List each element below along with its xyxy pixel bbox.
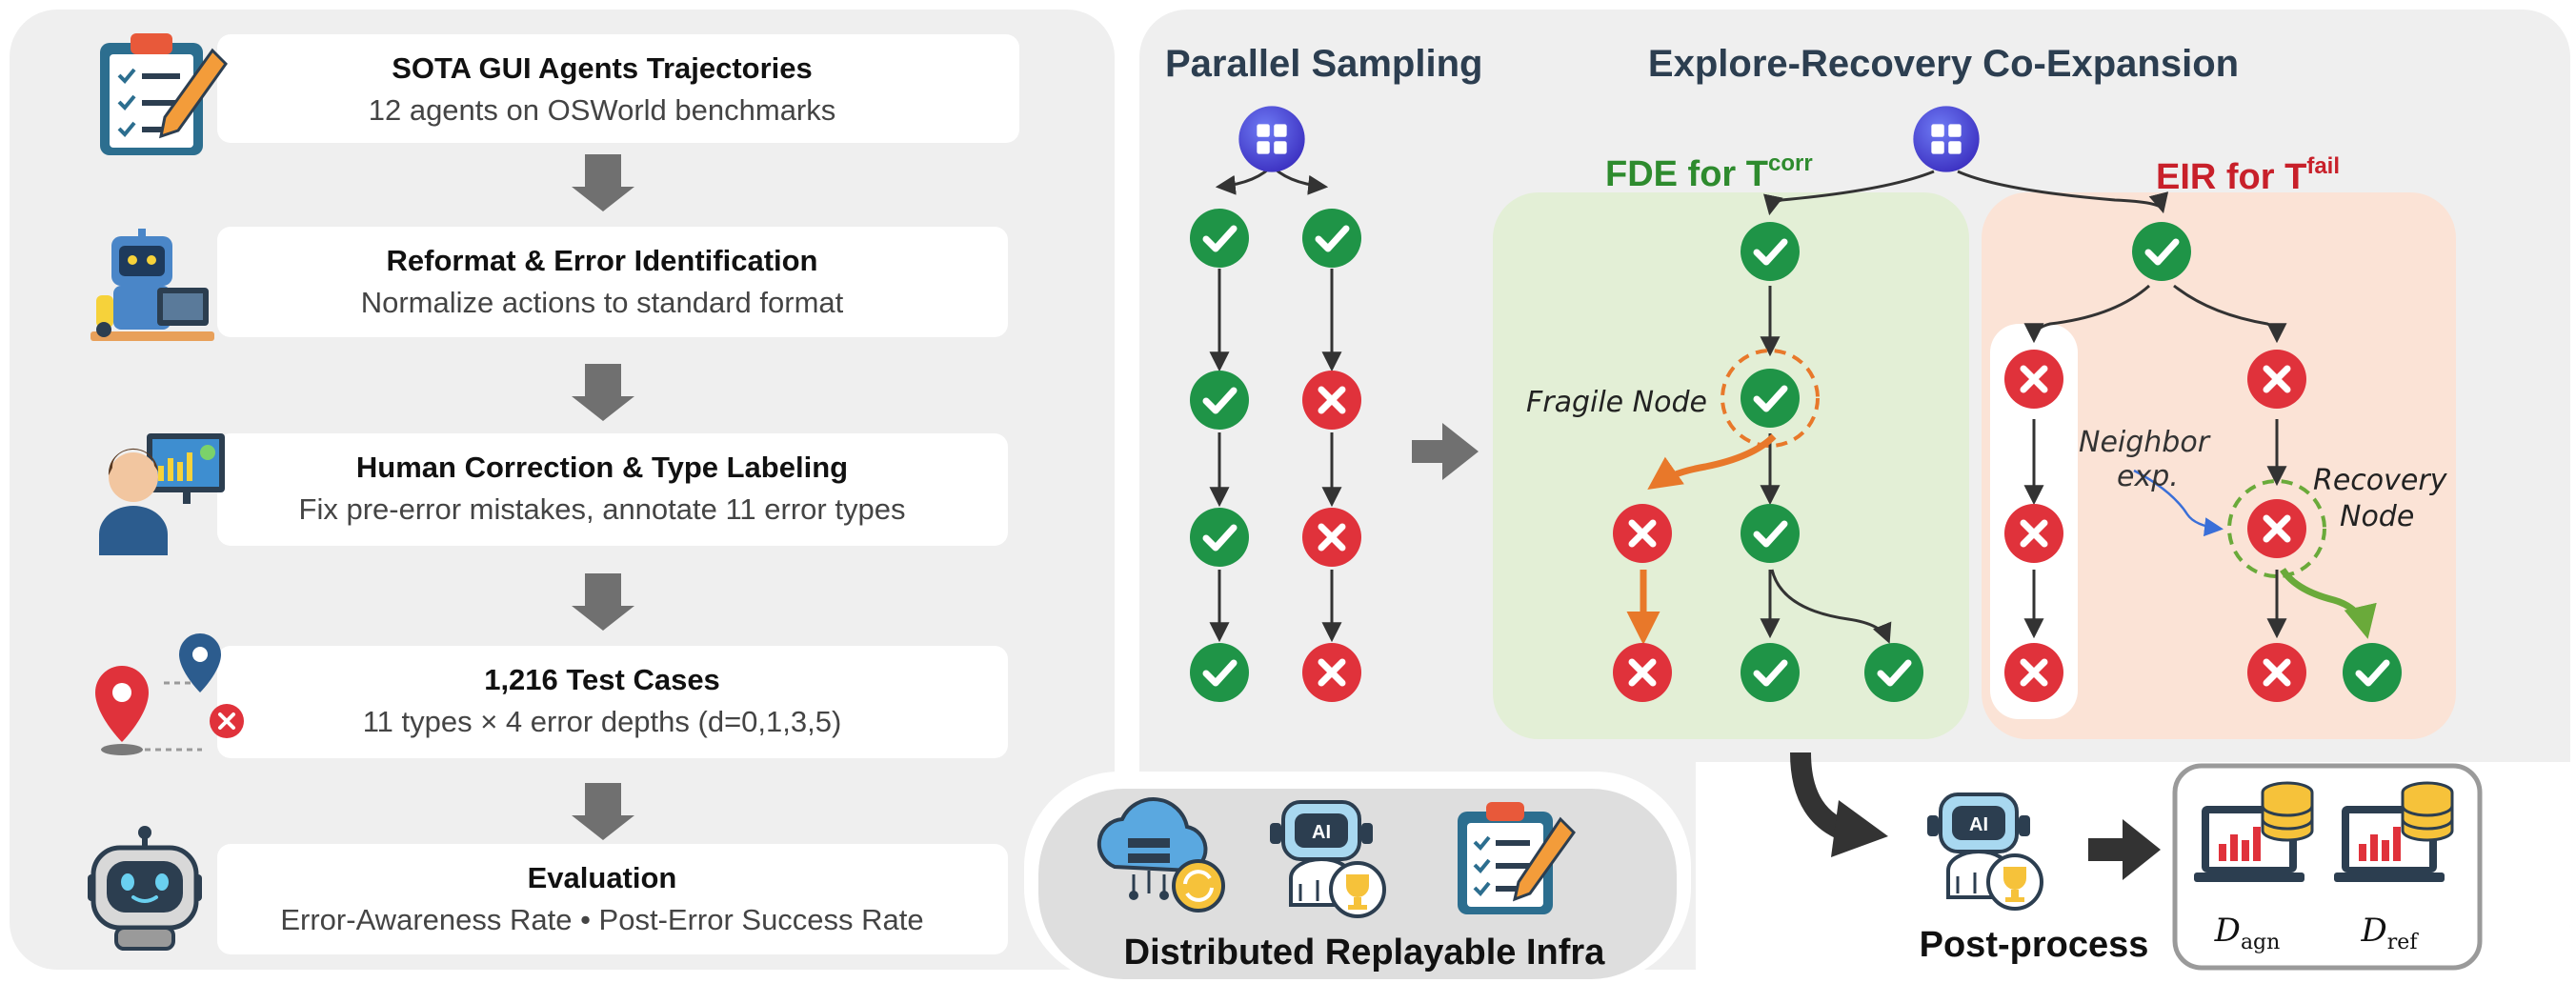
dataset-d-ref: Dref (2361, 912, 2420, 954)
fragile-node-label: Fragile Node (1526, 386, 1707, 419)
pipeline-step-title: Human Correction & Type Labeling (356, 451, 848, 484)
arrow-down-icon (572, 364, 634, 421)
recovery-node-ring (2227, 479, 2326, 578)
pipeline-step-subtitle: 12 agents on OSWorld benchmarks (369, 93, 836, 127)
fde-label: FDE for Tcorr (1605, 150, 1813, 194)
cross-icon (2004, 643, 2063, 702)
check-icon (1190, 371, 1249, 430)
cloud-sync-icon (1097, 797, 1225, 913)
cross-icon (2247, 499, 2306, 558)
coexpansion-title: Explore-Recovery Co-Expansion (1648, 43, 2239, 85)
parallel-sampling-title: Parallel Sampling (1165, 43, 1482, 85)
pipeline-step-box (217, 844, 1008, 954)
pipeline-step-box (217, 646, 1008, 758)
pipeline-step-box (217, 34, 1019, 143)
arrow-right-icon (1831, 800, 1888, 857)
cross-icon (2247, 643, 2306, 702)
robot-laptop-icon (91, 229, 214, 341)
pipeline-step-title: SOTA GUI Agents Trajectories (392, 51, 813, 85)
pipeline-step-subtitle: Normalize actions to standard format (361, 286, 844, 319)
pipeline-step-title: Evaluation (528, 861, 677, 894)
cross-icon (1613, 643, 1672, 702)
check-icon (1864, 643, 1923, 702)
arrow-down-icon (572, 783, 634, 840)
check-icon (1190, 643, 1249, 702)
neighbor-exp-arrow (2133, 469, 2224, 537)
ai-robot-trophy-icon: AI (1270, 800, 1386, 918)
map-pin-icon (95, 633, 244, 755)
check-icon (1741, 222, 1800, 281)
infra-label: Distributed Replayable Infra (1124, 933, 1606, 973)
arrow-down-icon (572, 573, 634, 631)
grid-app-icon (1913, 106, 1980, 172)
cross-icon (2247, 350, 2306, 409)
arrow-right-icon (1412, 423, 1479, 480)
cross-icon (2004, 504, 2063, 563)
check-icon (1741, 369, 1800, 428)
arrow-right-icon (2088, 819, 2161, 880)
cross-icon (2004, 350, 2063, 409)
svg-text:AI: AI (1312, 822, 1331, 843)
check-icon (2343, 643, 2402, 702)
eir-label: EIR for Tfail (2156, 153, 2340, 197)
clipboard-icon (100, 33, 228, 155)
pipeline-step-title: Reformat & Error Identification (387, 244, 818, 277)
grid-app-icon (1238, 106, 1305, 172)
pipeline-step-box (217, 433, 1008, 546)
pipeline-step-title: 1,216 Test Cases (484, 663, 720, 696)
pipeline-step-subtitle: 11 types × 4 error depths (d=0,1,3,5) (363, 705, 842, 738)
recovery-branch-arrow (2280, 567, 2377, 639)
check-icon (1302, 209, 1361, 268)
pipeline-step-subtitle: Fix pre-error mistakes, annotate 11 erro… (299, 492, 906, 526)
cross-icon (1613, 504, 1672, 563)
check-icon (2132, 222, 2191, 281)
svg-text:AI: AI (1969, 814, 1988, 835)
person-dashboard-icon (99, 433, 225, 555)
postprocess-label: Post-process (1920, 925, 2149, 965)
ai-robot-trophy-icon: AI (1927, 792, 2043, 911)
fragile-branch-arrow (1647, 433, 1777, 491)
cross-icon (1302, 643, 1361, 702)
laptop-database-icon (2334, 781, 2454, 882)
laptop-database-icon (2194, 781, 2314, 882)
arrow-down-icon (572, 154, 634, 211)
cross-icon (1302, 371, 1361, 430)
fde-region (1493, 192, 1969, 739)
pipeline-arrows (572, 154, 634, 840)
dataset-d-agn: Dagn (2214, 912, 2281, 954)
clipboard-icon (1458, 802, 1576, 914)
fragile-node-ring (1721, 349, 1820, 448)
pipeline-step-box (217, 227, 1008, 337)
check-icon (1190, 508, 1249, 567)
check-icon (1741, 504, 1800, 563)
robot-head-icon (88, 826, 202, 951)
check-icon (1190, 209, 1249, 268)
pipeline-step-subtitle: Error-Awareness Rate • Post-Error Succes… (280, 903, 923, 936)
tree-edges (1209, 163, 2287, 644)
check-icon (1741, 643, 1800, 702)
cross-icon (1302, 508, 1361, 567)
